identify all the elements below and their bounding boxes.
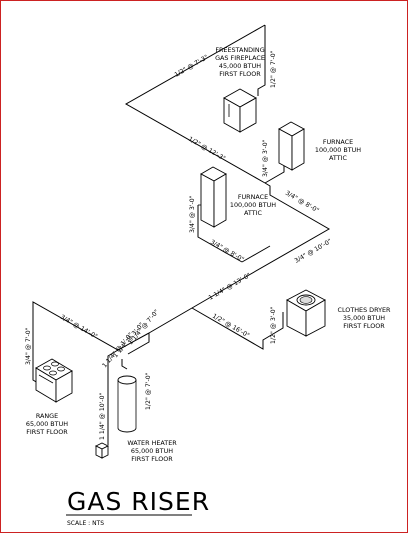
pipe-label: 1/2" @ 16'-0" xyxy=(211,312,251,340)
range-label-line: 65,000 BTUH xyxy=(26,420,68,428)
pipe-label: 1 1/4" @ 7'-0" xyxy=(126,308,160,347)
water-heater-unit xyxy=(117,375,137,433)
title-block: GAS RISER SCALE : NTS xyxy=(66,487,210,527)
pipe-label: 3/4" @ 10'-0" xyxy=(293,237,333,265)
equipment-labels: FREESTANDING GAS FIREPLACE 45,000 BTUH F… xyxy=(26,46,391,463)
fireplace-label-line: GAS FIREPLACE xyxy=(215,54,265,62)
pipe-label: 1/2" @ 7'-0" xyxy=(269,50,277,88)
furnace-lower-label-line: ATTIC xyxy=(244,209,262,217)
furnace-upper-label-line: ATTIC xyxy=(329,154,347,162)
fireplace-label-line: FREESTANDING xyxy=(215,46,264,54)
water-heater-label-line: WATER HEATER xyxy=(127,439,177,447)
pipe-label: 3/4" @ 3'-0" xyxy=(261,139,269,177)
dryer-unit xyxy=(286,289,326,337)
pipe-label: 1/2" @ 7'-3" xyxy=(173,53,210,79)
dryer-label-line: CLOTHES DRYER xyxy=(338,306,392,314)
pipe-label: 3/4" @ 14'-0" xyxy=(59,313,99,341)
dryer-label-line: FIRST FLOOR xyxy=(343,322,385,330)
furnace-lower-label-line: 100,000 BTUH xyxy=(230,201,276,209)
piping xyxy=(32,24,331,445)
pipe-label: 1/2" @ 12'-3" xyxy=(187,135,227,163)
gas-meter-box xyxy=(94,442,110,459)
pipe-wh-branch-2 xyxy=(127,333,150,355)
range-unit xyxy=(35,358,73,403)
pipe-label: 1/2" @ 7'-0" xyxy=(144,372,152,410)
furnace-upper-unit xyxy=(278,121,305,171)
dryer-label-line: 35,000 BTUH xyxy=(343,314,385,322)
pipe-lower-furnace-2 xyxy=(241,245,271,263)
pipe-dryer xyxy=(191,307,284,350)
furnace-lower-unit xyxy=(198,166,227,228)
pipe-fireplace-loop xyxy=(257,25,266,96)
pipe-label: 3/4" @ 7'-0" xyxy=(24,327,32,365)
pipe-label: 1 1/4" @ 13'-0" xyxy=(207,271,252,302)
water-heater-label-line: 65,000 BTUH xyxy=(131,447,173,455)
furnace-upper-label-line: FURNACE xyxy=(323,138,353,146)
pipe-label: 1 1/4" @ 10'-0" xyxy=(98,392,106,440)
furnace-upper-label-line: 100,000 BTUH xyxy=(315,146,361,154)
furnace-lower-label-line: FURNACE xyxy=(238,193,268,201)
drawing-scale: SCALE : NTS xyxy=(67,520,104,527)
range-label-line: FIRST FLOOR xyxy=(26,428,68,436)
fireplace-label-line: 45,000 BTUH xyxy=(219,62,261,70)
pipe-label: 1/2" @ 3'-0" xyxy=(269,306,277,344)
drawing-title: GAS RISER xyxy=(67,487,210,516)
pipe-main-center xyxy=(241,182,331,280)
fireplace-label-line: FIRST FLOOR xyxy=(219,70,261,78)
fireplace-unit xyxy=(223,88,257,133)
pipe-water-heater xyxy=(107,349,119,445)
pipe-label: 3/4" @ 8'-0" xyxy=(284,189,321,215)
pipe-wh-branch xyxy=(121,359,128,370)
pipe-label: 3/4" @ 3'-0" xyxy=(188,195,196,233)
pipe-fireplace-diag xyxy=(124,24,266,184)
pipe-label: 3/4" @ 8'-0" xyxy=(209,238,246,264)
water-heater-label-line: FIRST FLOOR xyxy=(131,455,173,463)
pipe-lower-furnace xyxy=(197,205,243,263)
range-label-line: RANGE xyxy=(36,412,58,420)
